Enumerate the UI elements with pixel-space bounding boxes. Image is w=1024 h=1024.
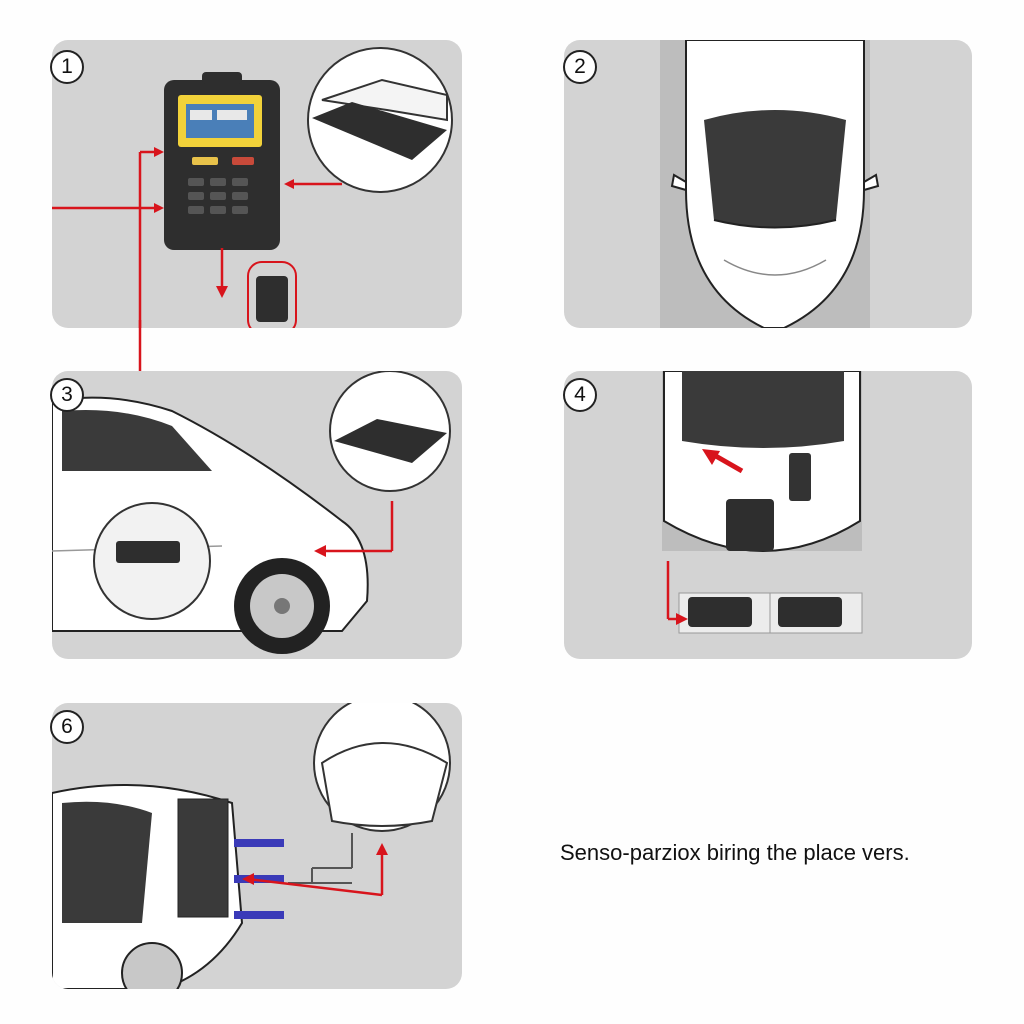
step-4-illustration: [662, 371, 863, 634]
step-number-1: 1: [50, 50, 84, 84]
car-icon: [52, 396, 369, 654]
step-1-illustration: [52, 47, 453, 328]
obd-connector-icon: [334, 419, 447, 463]
diagnostic-scanner-icon: [164, 72, 280, 250]
panel-step-2: [564, 40, 972, 328]
step-6-illustration: [52, 703, 451, 989]
obd-connector-icon: [307, 47, 453, 193]
step-2-illustration: [660, 40, 880, 328]
panel-step-1: [52, 40, 462, 328]
caption-text: Senso-parziox biring the place vers.: [560, 840, 910, 865]
step-number-6: 6: [50, 710, 84, 744]
sensor-module-icon: [726, 499, 774, 551]
step-3-illustration: [52, 371, 451, 654]
step-number-4: 4: [563, 378, 597, 412]
car-icon: [663, 371, 861, 552]
panel-step-4: [564, 371, 972, 659]
step-number-3: 3: [50, 378, 84, 412]
car-icon: [52, 784, 244, 989]
panel-step-3: [52, 371, 462, 659]
sensor-module-icon: [116, 541, 180, 563]
car-icon: [670, 40, 880, 328]
sensor-module-icon: [678, 592, 863, 634]
step-number-2: 2: [563, 50, 597, 84]
sensor-module-icon: [247, 261, 297, 328]
panel-step-6: [52, 703, 462, 989]
